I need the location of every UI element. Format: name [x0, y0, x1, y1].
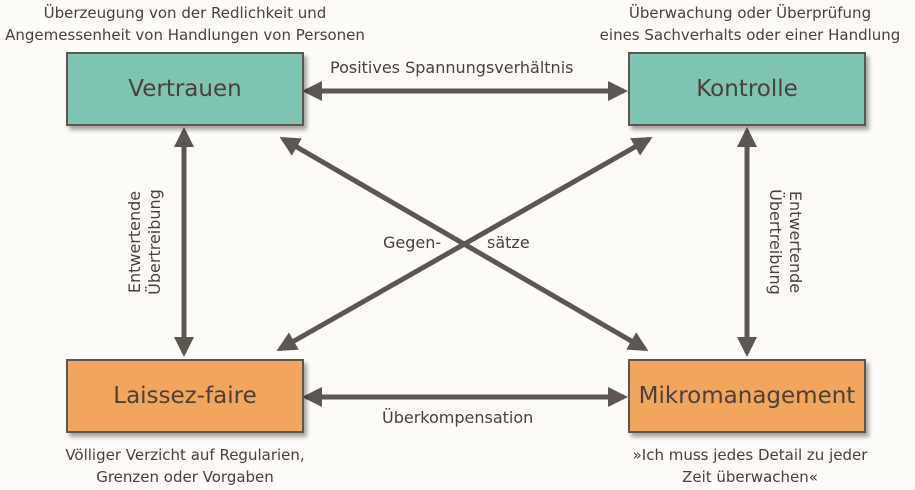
edge-label-right: Entwertende Übertreibung [765, 182, 805, 302]
edge-label-left-line-2: Übertreibung [145, 189, 164, 295]
edge-label-cross-left: Gegen- [383, 233, 442, 252]
laissez-description: Völliger Verzicht auf Regularien, Grenze… [20, 444, 350, 488]
node-vertrauen: Vertrauen [66, 52, 304, 126]
kontrolle-description: Überwachung oder Überprüfung eines Sachv… [585, 2, 915, 46]
edge-label-right-line-1: Entwertende [786, 190, 805, 294]
edge-label-left-line-1: Entwertende [125, 190, 144, 294]
edge-label-cross-right: sätze [487, 233, 530, 252]
vertrauen-description-line-2: Angemessenheit von Handlungen von Person… [5, 26, 365, 44]
laissez-description-line-1: Völliger Verzicht auf Regularien, [65, 446, 305, 464]
edge-label-top: Positives Spannungsverhältnis [330, 58, 574, 77]
node-mikromanagement: Mikromanagement [628, 359, 866, 433]
mikro-description-line-2: Zeit überwachen« [682, 468, 818, 486]
arrow-kontrolle-laissez [276, 136, 653, 352]
edge-label-left: Entwertende Übertreibung [125, 182, 165, 302]
vertrauen-description: Überzeugung von der Redlichkeit und Ange… [0, 2, 370, 46]
edge-label-right-line-2: Übertreibung [766, 189, 785, 295]
vertrauen-description-line-1: Überzeugung von der Redlichkeit und [43, 4, 327, 22]
kontrolle-description-line-2: eines Sachverhalts oder einer Handlung [599, 26, 901, 44]
mikro-description: »Ich muss jedes Detail zu jeder Zeit übe… [600, 444, 900, 488]
mikro-description-line-1: »Ich muss jedes Detail zu jeder [632, 446, 868, 464]
laissez-description-line-2: Grenzen oder Vorgaben [96, 468, 274, 486]
edge-label-bottom: Überkompensation [382, 408, 534, 427]
kontrolle-description-line-1: Überwachung oder Überprüfung [628, 4, 872, 22]
node-kontrolle: Kontrolle [628, 52, 866, 126]
node-laissez-faire: Laissez-faire [66, 359, 304, 433]
